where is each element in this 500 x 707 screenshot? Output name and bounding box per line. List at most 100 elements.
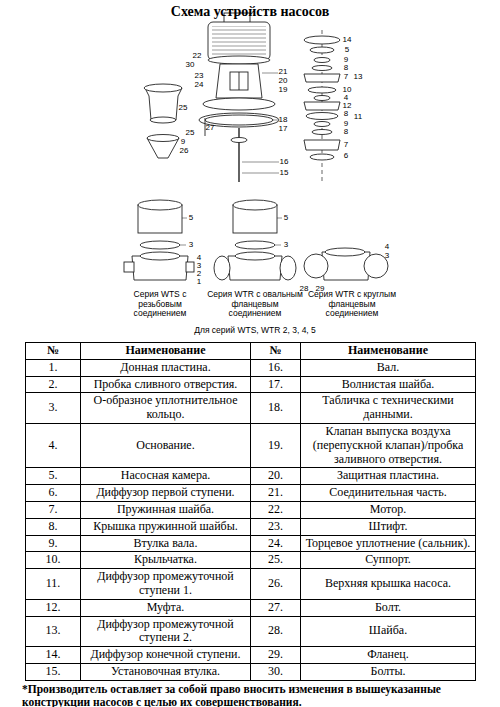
table-cell: Насосная камера. xyxy=(81,468,251,485)
table-cell: 27. xyxy=(251,599,301,616)
table-cell: 29. xyxy=(251,647,301,664)
series-caption: Серия WTR с овальным фланцевым соединени… xyxy=(207,290,303,319)
table-cell: Крыльчатка. xyxy=(81,552,251,569)
table-cell: Установочная втулка. xyxy=(81,663,251,680)
table-cell: 9. xyxy=(26,535,81,552)
table-cell: 12. xyxy=(26,599,81,616)
o-ring xyxy=(235,241,275,249)
callout-number: 1 xyxy=(197,278,201,286)
table-cell: 10. xyxy=(26,552,81,569)
callout-number: 4 xyxy=(385,243,389,251)
table-cell: Пробка сливного отверстия. xyxy=(81,376,251,393)
callout-number: 8 xyxy=(344,128,348,136)
table-cell: Диффузор промежуточной ступени 1. xyxy=(81,569,251,600)
callout-number: 4 xyxy=(344,94,348,102)
table-cell: Втулка вала. xyxy=(81,535,251,552)
casing xyxy=(145,88,182,120)
callout-number: 26 xyxy=(180,147,189,155)
callout-number: 11 xyxy=(354,113,362,121)
table-cell: 18. xyxy=(251,393,301,424)
callout-number: 13 xyxy=(354,73,363,81)
table-cell: О-образное уплотнительное кольцо. xyxy=(81,393,251,424)
table-cell: 25. xyxy=(251,552,301,569)
table-cell: 26. xyxy=(251,569,301,600)
callout-number: 22 xyxy=(193,52,202,60)
table-cell: 17. xyxy=(251,376,301,393)
table-cell: Верхняя крышка насоса. xyxy=(301,569,476,600)
table-cell: 4. xyxy=(26,423,81,467)
callout-number: 20 xyxy=(279,77,288,85)
table-cell: 21. xyxy=(251,485,301,502)
table-cell: Волнистая шайба. xyxy=(301,376,476,393)
table-cell: 8. xyxy=(26,518,81,535)
table-cell: Болт. xyxy=(301,599,476,616)
table-cell: 30. xyxy=(251,663,301,680)
wave-washer xyxy=(231,138,247,143)
callout-number: 24 xyxy=(195,81,204,89)
table-cell: Табличка с техническими данными. xyxy=(301,393,476,424)
callout-number: 3 xyxy=(189,241,193,249)
callout-number: 9 xyxy=(181,138,185,146)
callout-number: 9 xyxy=(344,56,348,64)
callout-number: 3 xyxy=(385,252,389,260)
table-cell: Защитная пластина. xyxy=(301,468,476,485)
table-cell: 6. xyxy=(26,485,81,502)
callout-number: 25 xyxy=(179,104,188,112)
table-cell: 1. xyxy=(26,359,81,376)
series-caption: Серия WTS с резьбовым соединением xyxy=(112,290,208,319)
table-cell: 23. xyxy=(251,518,301,535)
callout-number: 5 xyxy=(284,214,288,222)
table-cell: 20. xyxy=(251,468,301,485)
callout-number: 7 xyxy=(344,73,348,81)
table-cell: Мотор. xyxy=(301,501,476,518)
o-ring xyxy=(140,241,180,249)
table-cell: Шайба. xyxy=(301,616,476,647)
motor xyxy=(208,22,270,60)
table-cell: 11. xyxy=(26,569,81,600)
table-cell: Соединительная часть. xyxy=(301,485,476,502)
callout-number: 5 xyxy=(189,214,193,222)
table-cell: № xyxy=(26,343,81,360)
callout-number: 3 xyxy=(284,241,288,249)
footnote: *Производитель оставляет за собой право … xyxy=(22,683,478,707)
series-caption: Серия WTR с круглым фланцевым соединение… xyxy=(304,290,400,319)
shaft xyxy=(238,128,239,182)
callout-number: 8 xyxy=(344,110,348,118)
callout-number: 16 xyxy=(280,158,289,166)
callout-number: 3 xyxy=(197,262,201,270)
callout-number: 30 xyxy=(186,61,195,69)
table-cell: Наименование xyxy=(81,343,251,360)
table-cell: Диффузор конечной ступени. xyxy=(81,647,251,664)
callout-number: 5 xyxy=(345,46,349,54)
table-cell: 2. xyxy=(26,376,81,393)
table-cell: Крышка пружинной шайбы. xyxy=(81,518,251,535)
table-cell: Клапан выпуска воздуха (перепускной клап… xyxy=(301,423,476,467)
window xyxy=(230,72,248,90)
top-cover xyxy=(203,98,275,110)
callout-number: 2 xyxy=(197,270,201,278)
callout-number: 17 xyxy=(279,125,288,133)
table-cell: Наименование xyxy=(301,343,476,360)
bracket xyxy=(216,64,262,98)
table-cell: Донная пластина. xyxy=(81,359,251,376)
parts-table: №Наименование№Наименование1.Донная пласт… xyxy=(25,342,476,681)
table-cell: 22. xyxy=(251,501,301,518)
callout-number: 27 xyxy=(206,124,215,132)
table-cell: Основание. xyxy=(81,423,251,467)
callout-number: 7 xyxy=(344,141,348,149)
table-cell: Штифт. xyxy=(301,518,476,535)
table-cell: 13. xyxy=(26,616,81,647)
table-cell: Диффузор первой ступени. xyxy=(81,485,251,502)
table-cell: Вал. xyxy=(301,359,476,376)
table-cell: 16. xyxy=(251,359,301,376)
callout-number: 23 xyxy=(195,72,204,80)
callout-number: 12 xyxy=(343,102,352,110)
callout-number: 8 xyxy=(344,64,348,72)
table-cell: 24. xyxy=(251,535,301,552)
table-cell: 28. xyxy=(251,616,301,647)
table-cell: 15. xyxy=(26,663,81,680)
callout-number: 10 xyxy=(343,86,352,94)
motor-flange xyxy=(208,56,270,64)
table-cell: Торцевое уплотнение (сальник). xyxy=(301,535,476,552)
